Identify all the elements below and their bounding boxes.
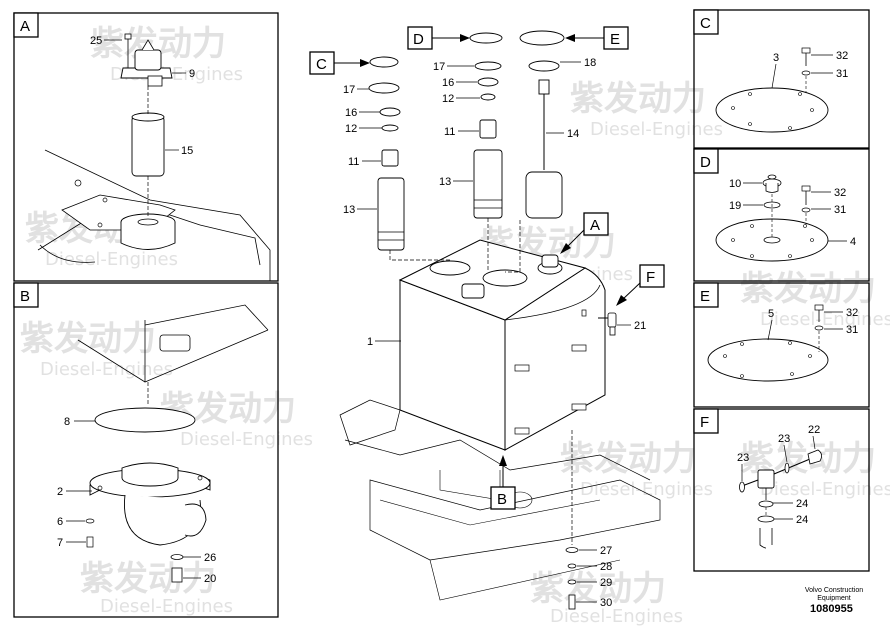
svg-text:A: A xyxy=(590,217,600,234)
svg-text:11: 11 xyxy=(348,156,359,168)
svg-text:E: E xyxy=(610,31,620,48)
svg-text:紫发动力: 紫发动力 xyxy=(80,559,216,599)
panel-f: F 22 23 23 24 24 xyxy=(693,408,870,572)
svg-text:32: 32 xyxy=(836,50,848,62)
svg-text:2: 2 xyxy=(57,486,63,498)
callout-d[interactable]: D xyxy=(407,26,470,50)
svg-text:6: 6 xyxy=(57,516,63,528)
svg-text:29: 29 xyxy=(600,577,612,589)
svg-text:紫发动力: 紫发动力 xyxy=(20,319,156,359)
panel-a: A 25 9 15 xyxy=(13,12,279,282)
svg-text:13: 13 xyxy=(439,176,451,188)
svg-text:31: 31 xyxy=(834,204,846,216)
svg-text:紫发动力: 紫发动力 xyxy=(530,569,666,609)
svg-text:25: 25 xyxy=(90,35,102,47)
svg-text:12: 12 xyxy=(345,123,357,135)
svg-text:紫发动力: 紫发动力 xyxy=(740,269,876,309)
svg-text:28: 28 xyxy=(600,561,612,573)
footer-company-line1: Volvo Construction xyxy=(804,587,864,594)
svg-text:16: 16 xyxy=(442,77,454,89)
svg-text:D: D xyxy=(700,154,711,171)
svg-text:4: 4 xyxy=(850,236,856,248)
svg-text:13: 13 xyxy=(343,204,355,216)
callout-a[interactable]: A xyxy=(560,212,609,254)
svg-text:紫发动力: 紫发动力 xyxy=(570,79,706,119)
watermark: 紫发动力 Diesel-Engines 紫发动力 Diesel-Engines … xyxy=(20,24,890,627)
svg-text:D: D xyxy=(413,31,424,48)
panel-e: E 5 32 31 xyxy=(693,282,870,408)
panel-a-title: A xyxy=(20,18,30,35)
svg-text:Diesel-Engines: Diesel-Engines xyxy=(550,606,683,627)
svg-text:Diesel-Engines: Diesel-Engines xyxy=(45,249,178,270)
svg-text:17: 17 xyxy=(433,61,445,73)
panel-d: D 10 19 32 31 4 xyxy=(693,148,870,282)
svg-text:Diesel-Engines: Diesel-Engines xyxy=(590,119,723,140)
svg-text:10: 10 xyxy=(729,178,741,190)
svg-text:15: 15 xyxy=(181,145,193,157)
svg-text:7: 7 xyxy=(57,537,63,549)
svg-text:26: 26 xyxy=(204,552,216,564)
svg-text:27: 27 xyxy=(600,545,612,557)
svg-text:Diesel-Engines: Diesel-Engines xyxy=(760,479,890,500)
svg-text:21: 21 xyxy=(634,320,646,332)
main-assembly: C D E A F B xyxy=(309,26,665,610)
svg-text:C: C xyxy=(700,15,711,32)
svg-text:31: 31 xyxy=(836,68,848,80)
panel-c: C 3 32 31 xyxy=(693,9,870,149)
footer-company-line2: Equipment xyxy=(817,595,851,602)
svg-text:Diesel-Engines: Diesel-Engines xyxy=(580,479,713,500)
svg-text:C: C xyxy=(316,56,327,73)
svg-text:24: 24 xyxy=(796,514,808,526)
panel-b-title-box xyxy=(13,282,39,308)
svg-text:5: 5 xyxy=(768,308,774,320)
svg-text:18: 18 xyxy=(584,57,596,69)
svg-text:32: 32 xyxy=(834,187,846,199)
callout-f[interactable]: F xyxy=(616,264,665,306)
svg-text:E: E xyxy=(700,288,710,305)
svg-text:23: 23 xyxy=(737,452,749,464)
callout-e[interactable]: E xyxy=(565,26,629,50)
svg-text:B: B xyxy=(497,491,507,508)
callout-b[interactable]: B xyxy=(490,455,516,510)
svg-text:12: 12 xyxy=(442,93,454,105)
panel-b: B 8 2 6 7 26 20 xyxy=(13,282,279,618)
svg-text:Diesel-Engines: Diesel-Engines xyxy=(100,596,233,617)
callout-c[interactable]: C xyxy=(309,51,370,75)
svg-text:30: 30 xyxy=(600,597,612,609)
svg-text:20: 20 xyxy=(204,573,216,585)
svg-text:Diesel-Engines: Diesel-Engines xyxy=(760,309,890,330)
svg-text:17: 17 xyxy=(343,84,355,96)
svg-text:32: 32 xyxy=(846,307,858,319)
svg-text:Diesel-Engines: Diesel-Engines xyxy=(40,359,173,380)
svg-text:3: 3 xyxy=(773,52,779,64)
svg-text:31: 31 xyxy=(846,324,858,336)
svg-text:F: F xyxy=(700,414,709,431)
panel-a-title-box xyxy=(13,12,39,38)
svg-text:16: 16 xyxy=(345,107,357,119)
svg-text:紫发动力: 紫发动力 xyxy=(560,439,696,479)
svg-text:11: 11 xyxy=(444,126,455,138)
drawing-number: 1080955 xyxy=(810,603,853,615)
svg-text:8: 8 xyxy=(64,416,70,428)
panel-b-title: B xyxy=(20,288,30,305)
svg-text:24: 24 xyxy=(796,498,808,510)
svg-text:F: F xyxy=(646,269,655,286)
svg-text:14: 14 xyxy=(567,128,579,140)
footer-company: Volvo Construction Equipment xyxy=(800,587,868,603)
svg-text:19: 19 xyxy=(729,200,741,212)
svg-text:22: 22 xyxy=(808,424,820,436)
svg-text:9: 9 xyxy=(189,68,195,80)
svg-text:1: 1 xyxy=(367,336,373,348)
svg-text:Diesel-Engines: Diesel-Engines xyxy=(180,429,313,450)
svg-text:23: 23 xyxy=(778,433,790,445)
